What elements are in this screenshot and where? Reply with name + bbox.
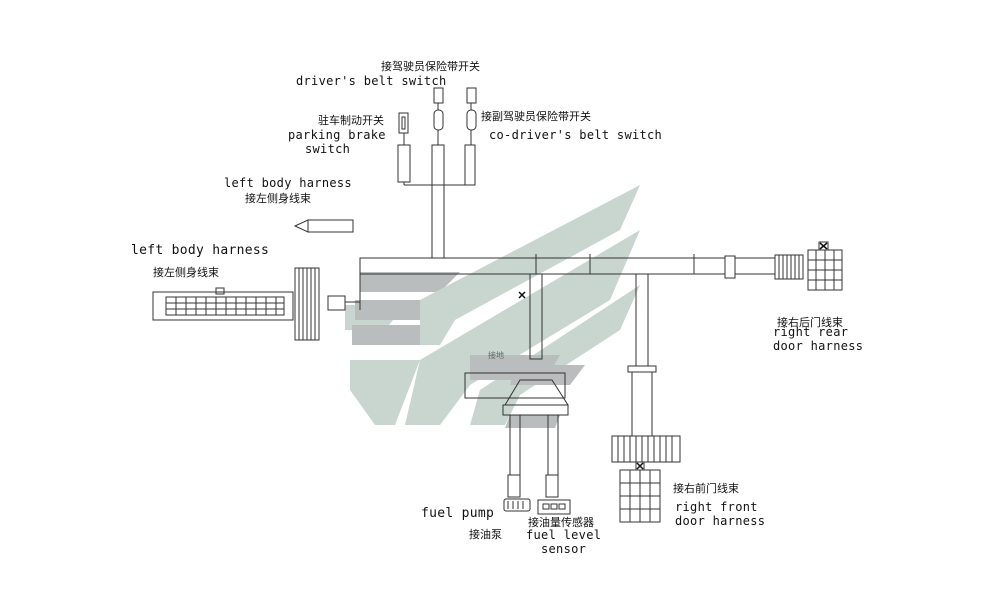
- codriver-belt-label-en: co-driver's belt switch: [489, 128, 663, 142]
- fuel-level-connector: [537, 499, 571, 515]
- left-body-lower-label-zh: 接左侧身线束: [153, 266, 219, 279]
- parking-brake-label-en-2: switch: [305, 142, 351, 156]
- right-rear-label-en-1: right rear: [773, 325, 849, 339]
- left-body-upper-label-zh: 接左侧身线束: [245, 192, 311, 205]
- right-front-label-en-1: right front: [675, 500, 758, 514]
- fuel-level-label-en-2: sensor: [541, 542, 587, 556]
- right-rear-ribbed-connector: [774, 254, 804, 280]
- right-rear-label-en-2: door harness: [773, 339, 864, 353]
- parking-brake-label-zh: 驻车制动开关: [318, 114, 384, 127]
- left-body-lower-label-en: left body harness: [131, 243, 270, 258]
- drivers-belt-label-en: driver's belt switch: [296, 74, 447, 88]
- fuel-level-label-en-1: fuel level: [526, 528, 602, 542]
- right-front-label-zh: 接右前门线束: [673, 482, 739, 495]
- right-front-label-en-2: door harness: [675, 514, 766, 528]
- watermark-logo: [345, 185, 640, 428]
- left-body-block-connector: [152, 291, 294, 321]
- fuel-pump-label-zh: 接油泵: [469, 528, 502, 541]
- parking-brake-label-en-1: parking brake: [288, 128, 386, 142]
- fuel-pump-label-en: fuel pump: [421, 506, 495, 521]
- fuel-pump-connector: [503, 498, 531, 512]
- right-front-ribbed-connector: [611, 435, 681, 463]
- center-mark-label: 接地: [488, 351, 504, 360]
- left-body-upper-label-en: left body harness: [224, 176, 352, 190]
- codriver-belt-label-zh: 接副驾驶员保险带开关: [481, 110, 591, 123]
- drivers-belt-label-zh: 接驾驶员保险带开关: [381, 60, 480, 73]
- fuel-level-label-zh: 接油量传感器: [528, 516, 594, 529]
- right-rear-label-zh: 接右后门线束: [777, 316, 843, 329]
